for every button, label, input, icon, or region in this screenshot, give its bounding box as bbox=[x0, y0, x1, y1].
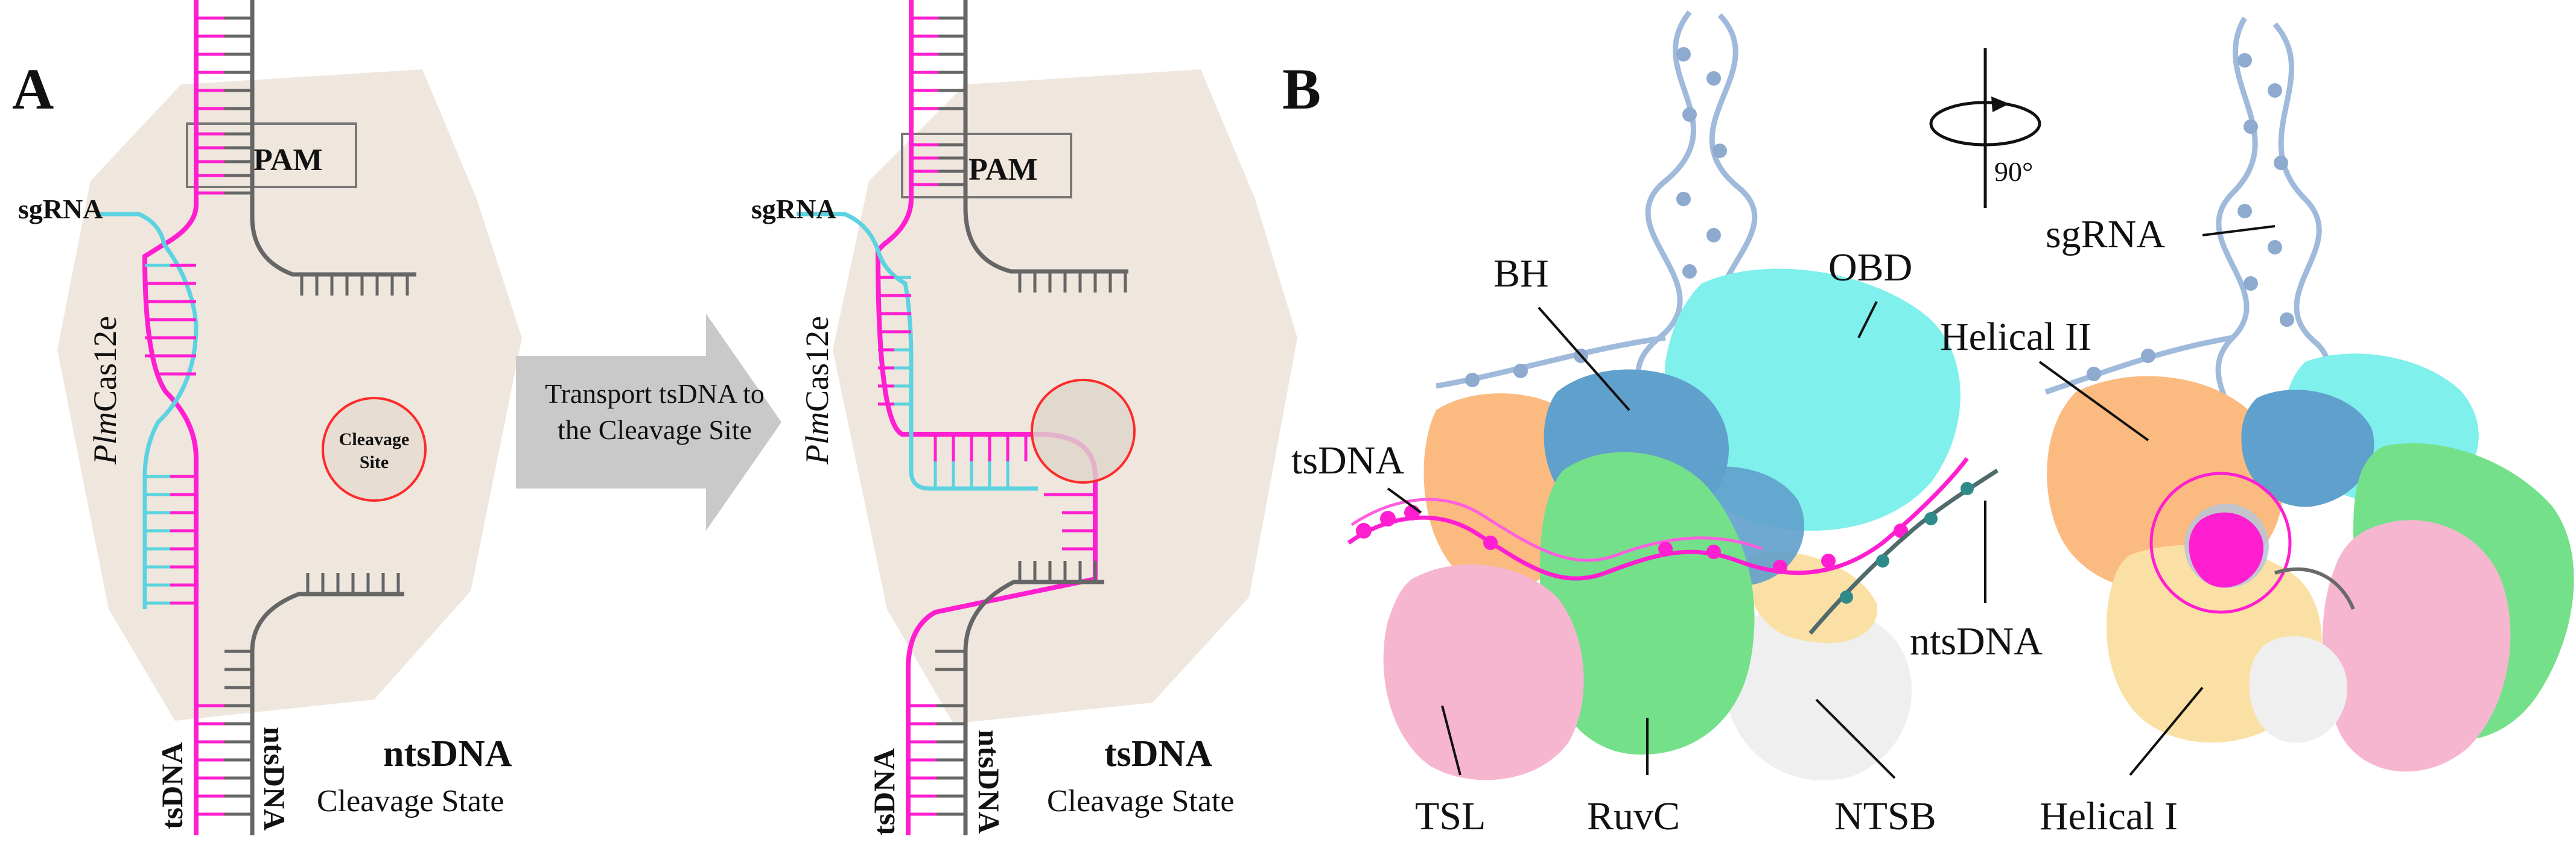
label-tsl: TSL bbox=[1415, 794, 1486, 838]
heteroduplex-rungs-right bbox=[878, 276, 911, 406]
structure-view-right: sgRNA Helical II Helical I bbox=[1940, 16, 2574, 838]
tsl-domain-left bbox=[1383, 565, 1584, 780]
ntsdna-flap-bottom-right bbox=[1018, 561, 1097, 582]
ntsdna-lower-right bbox=[963, 580, 1104, 835]
ntsdna-bases-left bbox=[1840, 482, 1974, 604]
top-duplex-rungs-left bbox=[196, 16, 252, 195]
state-title-left: ntsDNA bbox=[383, 733, 512, 774]
plmcas12e-suffix-left: Cas12e bbox=[87, 316, 123, 412]
ntsb-domain-left bbox=[1723, 603, 1912, 780]
cleavage-site-label-2: Site bbox=[360, 452, 389, 472]
dna-bundle-ring-right bbox=[2149, 472, 2292, 614]
protein-shape-left bbox=[57, 69, 522, 721]
obd-domain-left bbox=[1664, 268, 1961, 531]
tsdna-strand-left bbox=[142, 0, 199, 835]
pam-label-left: PAM bbox=[253, 143, 323, 177]
label-obd: OBD bbox=[1828, 245, 1912, 289]
state-sub-right: Cleavage State bbox=[1047, 784, 1234, 818]
arrow-text-1: Transport tsDNA to bbox=[545, 378, 765, 409]
tsdna-path-left-2 bbox=[1350, 498, 1763, 562]
label-helical2: Helical II bbox=[1940, 315, 2091, 359]
state-title-right: tsDNA bbox=[1104, 733, 1212, 774]
panel-b-letter: B bbox=[1282, 57, 1321, 121]
ntsb-domain-right bbox=[2249, 636, 2347, 743]
pam-label-right: PAM bbox=[968, 153, 1038, 187]
tsdna-bases-left bbox=[1356, 505, 1908, 574]
cleavage-site-label-1: Cleavage bbox=[339, 429, 410, 449]
arrow-shape bbox=[516, 314, 781, 531]
cleavage-site-circle bbox=[322, 397, 427, 502]
bottom-duplex-rungs-left bbox=[196, 650, 252, 816]
label-ntsdna-b: ntsDNA bbox=[1910, 619, 2043, 663]
plmcas12e-prefix-left: Plm bbox=[87, 412, 123, 465]
panel-a-left-state: PAM bbox=[18, 0, 522, 835]
structure-view-left: BH OBD tsDNA ntsDNA TSL RuvC NTSB bbox=[1291, 10, 2043, 838]
tsdna-strand-right bbox=[875, 0, 1098, 835]
sgrna-label-right: sgRNA bbox=[751, 194, 836, 224]
pam-box-left bbox=[186, 122, 357, 188]
arrow-text-2: the Cleavage Site bbox=[558, 414, 752, 445]
tsdna-label-right: tsDNA bbox=[867, 748, 901, 835]
rotation-arrowhead bbox=[1991, 96, 2009, 112]
plmcas12e-label-left: PlmCas12e bbox=[87, 316, 123, 465]
bottom-duplex-rungs-right bbox=[908, 650, 965, 816]
leader-lines-right bbox=[2038, 225, 2275, 776]
horizontal-heteroduplex-rungs-right bbox=[933, 434, 1095, 551]
label-ruvc: RuvC bbox=[1587, 794, 1680, 838]
transition-arrow: Transport tsDNA to the Cleavage Site bbox=[516, 314, 781, 531]
dna-bundle-core-right bbox=[2189, 512, 2264, 588]
ntsdna-strand-right bbox=[963, 0, 1128, 274]
state-sub-left: Cleavage State bbox=[317, 784, 504, 818]
tsl-domain-right bbox=[2322, 520, 2511, 772]
label-ntsb: NTSB bbox=[1834, 794, 1936, 838]
sgrna-arm-right bbox=[2044, 335, 2233, 395]
ntsdna-label-right: ntsDNA bbox=[972, 730, 1006, 834]
rotation-icon: 90° bbox=[1929, 48, 2041, 208]
ntsdna-flap-bottom-left bbox=[306, 573, 400, 594]
bh-domain-right bbox=[2241, 390, 2374, 507]
label-tsdna-b: tsDNA bbox=[1291, 438, 1404, 482]
pam-box-right bbox=[901, 133, 1072, 198]
sgrna-strand-left bbox=[100, 212, 199, 609]
panel-a-right-state: PAM bbox=[751, 0, 1297, 835]
label-bh: BH bbox=[1493, 252, 1549, 296]
sgrna-label-left: sgRNA bbox=[18, 194, 103, 224]
label-helical1: Helical I bbox=[2040, 794, 2178, 838]
helical1-domain-left bbox=[1746, 551, 1878, 644]
sgrna-bases-right bbox=[2087, 53, 2294, 381]
plmcas12e-suffix-right: Cas12e bbox=[799, 316, 835, 412]
ntsdna-label-left: ntsDNA bbox=[258, 727, 291, 830]
sgrna-backbone-right-1 bbox=[2215, 16, 2258, 460]
heteroduplex-rungs-left bbox=[145, 264, 196, 605]
cleavage-site-circle-right bbox=[1031, 379, 1136, 484]
rotation-label: 90° bbox=[1994, 156, 2033, 187]
top-duplex-rungs-right bbox=[911, 16, 965, 186]
leader-lines-left bbox=[1387, 301, 1986, 779]
tsdna-label-left: tsDNA bbox=[155, 742, 189, 829]
ntsdna-lower-left bbox=[250, 592, 404, 835]
rotation-ellipse bbox=[1929, 101, 2041, 147]
ntsdna-curl-right bbox=[2274, 567, 2355, 610]
panel-a: A PAM bbox=[12, 0, 1297, 835]
plmcas12e-label-right: PlmCas12e bbox=[799, 316, 835, 465]
ruvc-domain-left bbox=[1539, 452, 1755, 755]
sgrna-strand-right bbox=[797, 212, 1038, 491]
ntsdna-strand-left bbox=[250, 0, 416, 277]
plmcas12e-prefix-right: Plm bbox=[799, 412, 835, 465]
panel-b: B 90° bbox=[1282, 10, 2574, 838]
panel-a-letter: A bbox=[12, 57, 54, 121]
ntsdna-flap-top-left bbox=[300, 274, 409, 296]
label-sgrna-b: sgRNA bbox=[2046, 212, 2165, 256]
ntsdna-flap-top-right bbox=[1018, 271, 1127, 293]
